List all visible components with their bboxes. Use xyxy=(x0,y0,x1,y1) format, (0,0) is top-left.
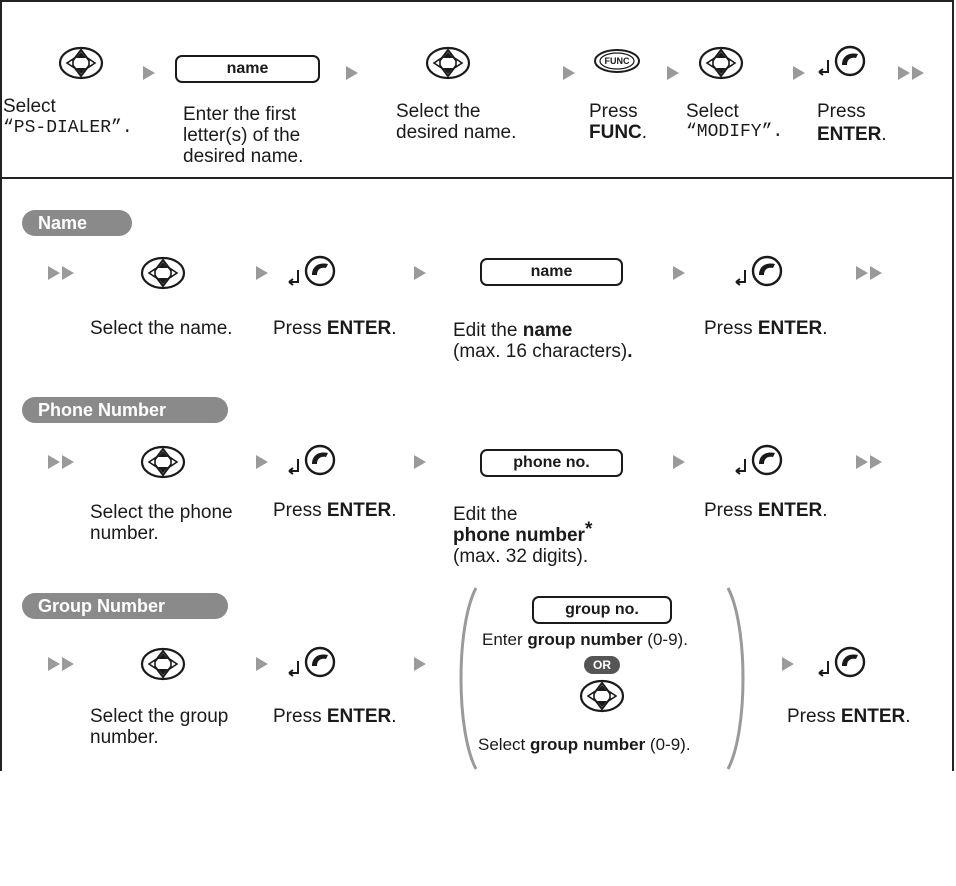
step1-line2: “PS-DIALER”. xyxy=(3,118,133,138)
group-number-field: group no. xyxy=(532,596,672,624)
section-label-phone-number: Phone Number xyxy=(22,397,228,423)
func-key-icon xyxy=(594,49,640,73)
navigator-key-icon xyxy=(140,647,186,681)
enter-handset-icon xyxy=(733,443,785,479)
step5-line2: “MODIFY”. xyxy=(686,122,784,142)
step4-line2: FUNC. xyxy=(589,122,648,143)
group-alt-select: Select group number (0-9). xyxy=(478,735,691,754)
name-step-select: Select the name. xyxy=(90,318,233,339)
enter-handset-icon xyxy=(286,443,338,479)
double-arrow-icon xyxy=(856,455,884,469)
double-arrow-icon xyxy=(48,455,76,469)
arrow-icon xyxy=(673,266,685,280)
enter-handset-icon xyxy=(816,44,868,80)
step2-line1: Enter the first xyxy=(183,104,296,125)
phone-step-edit-line1: Edit the xyxy=(453,504,518,525)
arrow-icon xyxy=(256,266,268,280)
navigator-key-icon xyxy=(140,256,186,290)
arrow-icon xyxy=(256,657,268,671)
double-arrow-icon xyxy=(48,657,76,671)
enter-handset-icon xyxy=(816,645,868,681)
step2-line3: desired name. xyxy=(183,146,304,167)
arrow-icon xyxy=(143,66,155,80)
navigator-key-icon xyxy=(140,445,186,479)
func-key-label: FUNC xyxy=(604,56,630,66)
phone-step-select-line2: number. xyxy=(90,523,159,544)
navigator-key-icon xyxy=(425,46,471,80)
double-arrow-icon xyxy=(856,266,884,280)
section-label-name: Name xyxy=(22,210,132,236)
phone-step-press: Press ENTER. xyxy=(704,500,828,521)
arrow-icon xyxy=(414,266,426,280)
arrow-icon xyxy=(256,455,268,469)
arrow-icon xyxy=(346,66,358,80)
left-parenthesis xyxy=(459,587,478,770)
arrow-icon xyxy=(563,66,575,80)
section-divider xyxy=(2,177,952,179)
phone-step-select-line1: Select the phone xyxy=(90,502,233,523)
name-step-enter: Press ENTER. xyxy=(273,318,397,339)
arrow-icon xyxy=(667,66,679,80)
group-alt-enter: Enter group number (0-9). xyxy=(482,630,688,649)
double-arrow-icon xyxy=(48,266,76,280)
step6-line2: ENTER. xyxy=(817,124,887,145)
navigator-key-icon xyxy=(579,679,625,713)
step3-line2: desired name. xyxy=(396,122,517,143)
group-step-select-line2: number. xyxy=(90,727,159,748)
navigator-key-icon xyxy=(58,46,104,80)
step2-line2: letter(s) of the xyxy=(183,125,301,146)
enter-handset-icon xyxy=(286,645,338,681)
phone-step-edit-line2: phone number* xyxy=(453,519,593,546)
navigator-key-icon xyxy=(698,46,744,80)
enter-handset-icon xyxy=(733,254,785,290)
arrow-icon xyxy=(793,66,805,80)
step5-line1: Select xyxy=(686,101,739,122)
double-arrow-icon xyxy=(898,66,926,80)
phone-step-max: (max. 32 digits). xyxy=(453,546,589,567)
section-label-group-number: Group Number xyxy=(22,593,228,619)
or-badge: OR xyxy=(584,656,620,674)
step1-line1: Select xyxy=(3,96,56,117)
phone-step-enter: Press ENTER. xyxy=(273,500,397,521)
name-step-max: (max. 16 characters). xyxy=(453,341,633,362)
step4-line1: Press xyxy=(589,101,638,122)
enter-handset-icon xyxy=(286,254,338,290)
name-step-press: Press ENTER. xyxy=(704,318,828,339)
arrow-icon xyxy=(782,657,794,671)
arrow-icon xyxy=(414,455,426,469)
group-step-select-line1: Select the group xyxy=(90,706,229,727)
group-step-press: Press ENTER. xyxy=(787,706,911,727)
name-step-edit: Edit the name xyxy=(453,320,573,341)
right-parenthesis xyxy=(726,587,745,770)
arrow-icon xyxy=(414,657,426,671)
group-step-enter: Press ENTER. xyxy=(273,706,397,727)
step3-line1: Select the xyxy=(396,101,481,122)
step6-line1: Press xyxy=(817,101,866,122)
name-field: name xyxy=(480,258,623,286)
document-frame xyxy=(0,0,954,771)
phone-number-field: phone no. xyxy=(480,449,623,477)
arrow-icon xyxy=(673,455,685,469)
name-field: name xyxy=(175,55,320,83)
